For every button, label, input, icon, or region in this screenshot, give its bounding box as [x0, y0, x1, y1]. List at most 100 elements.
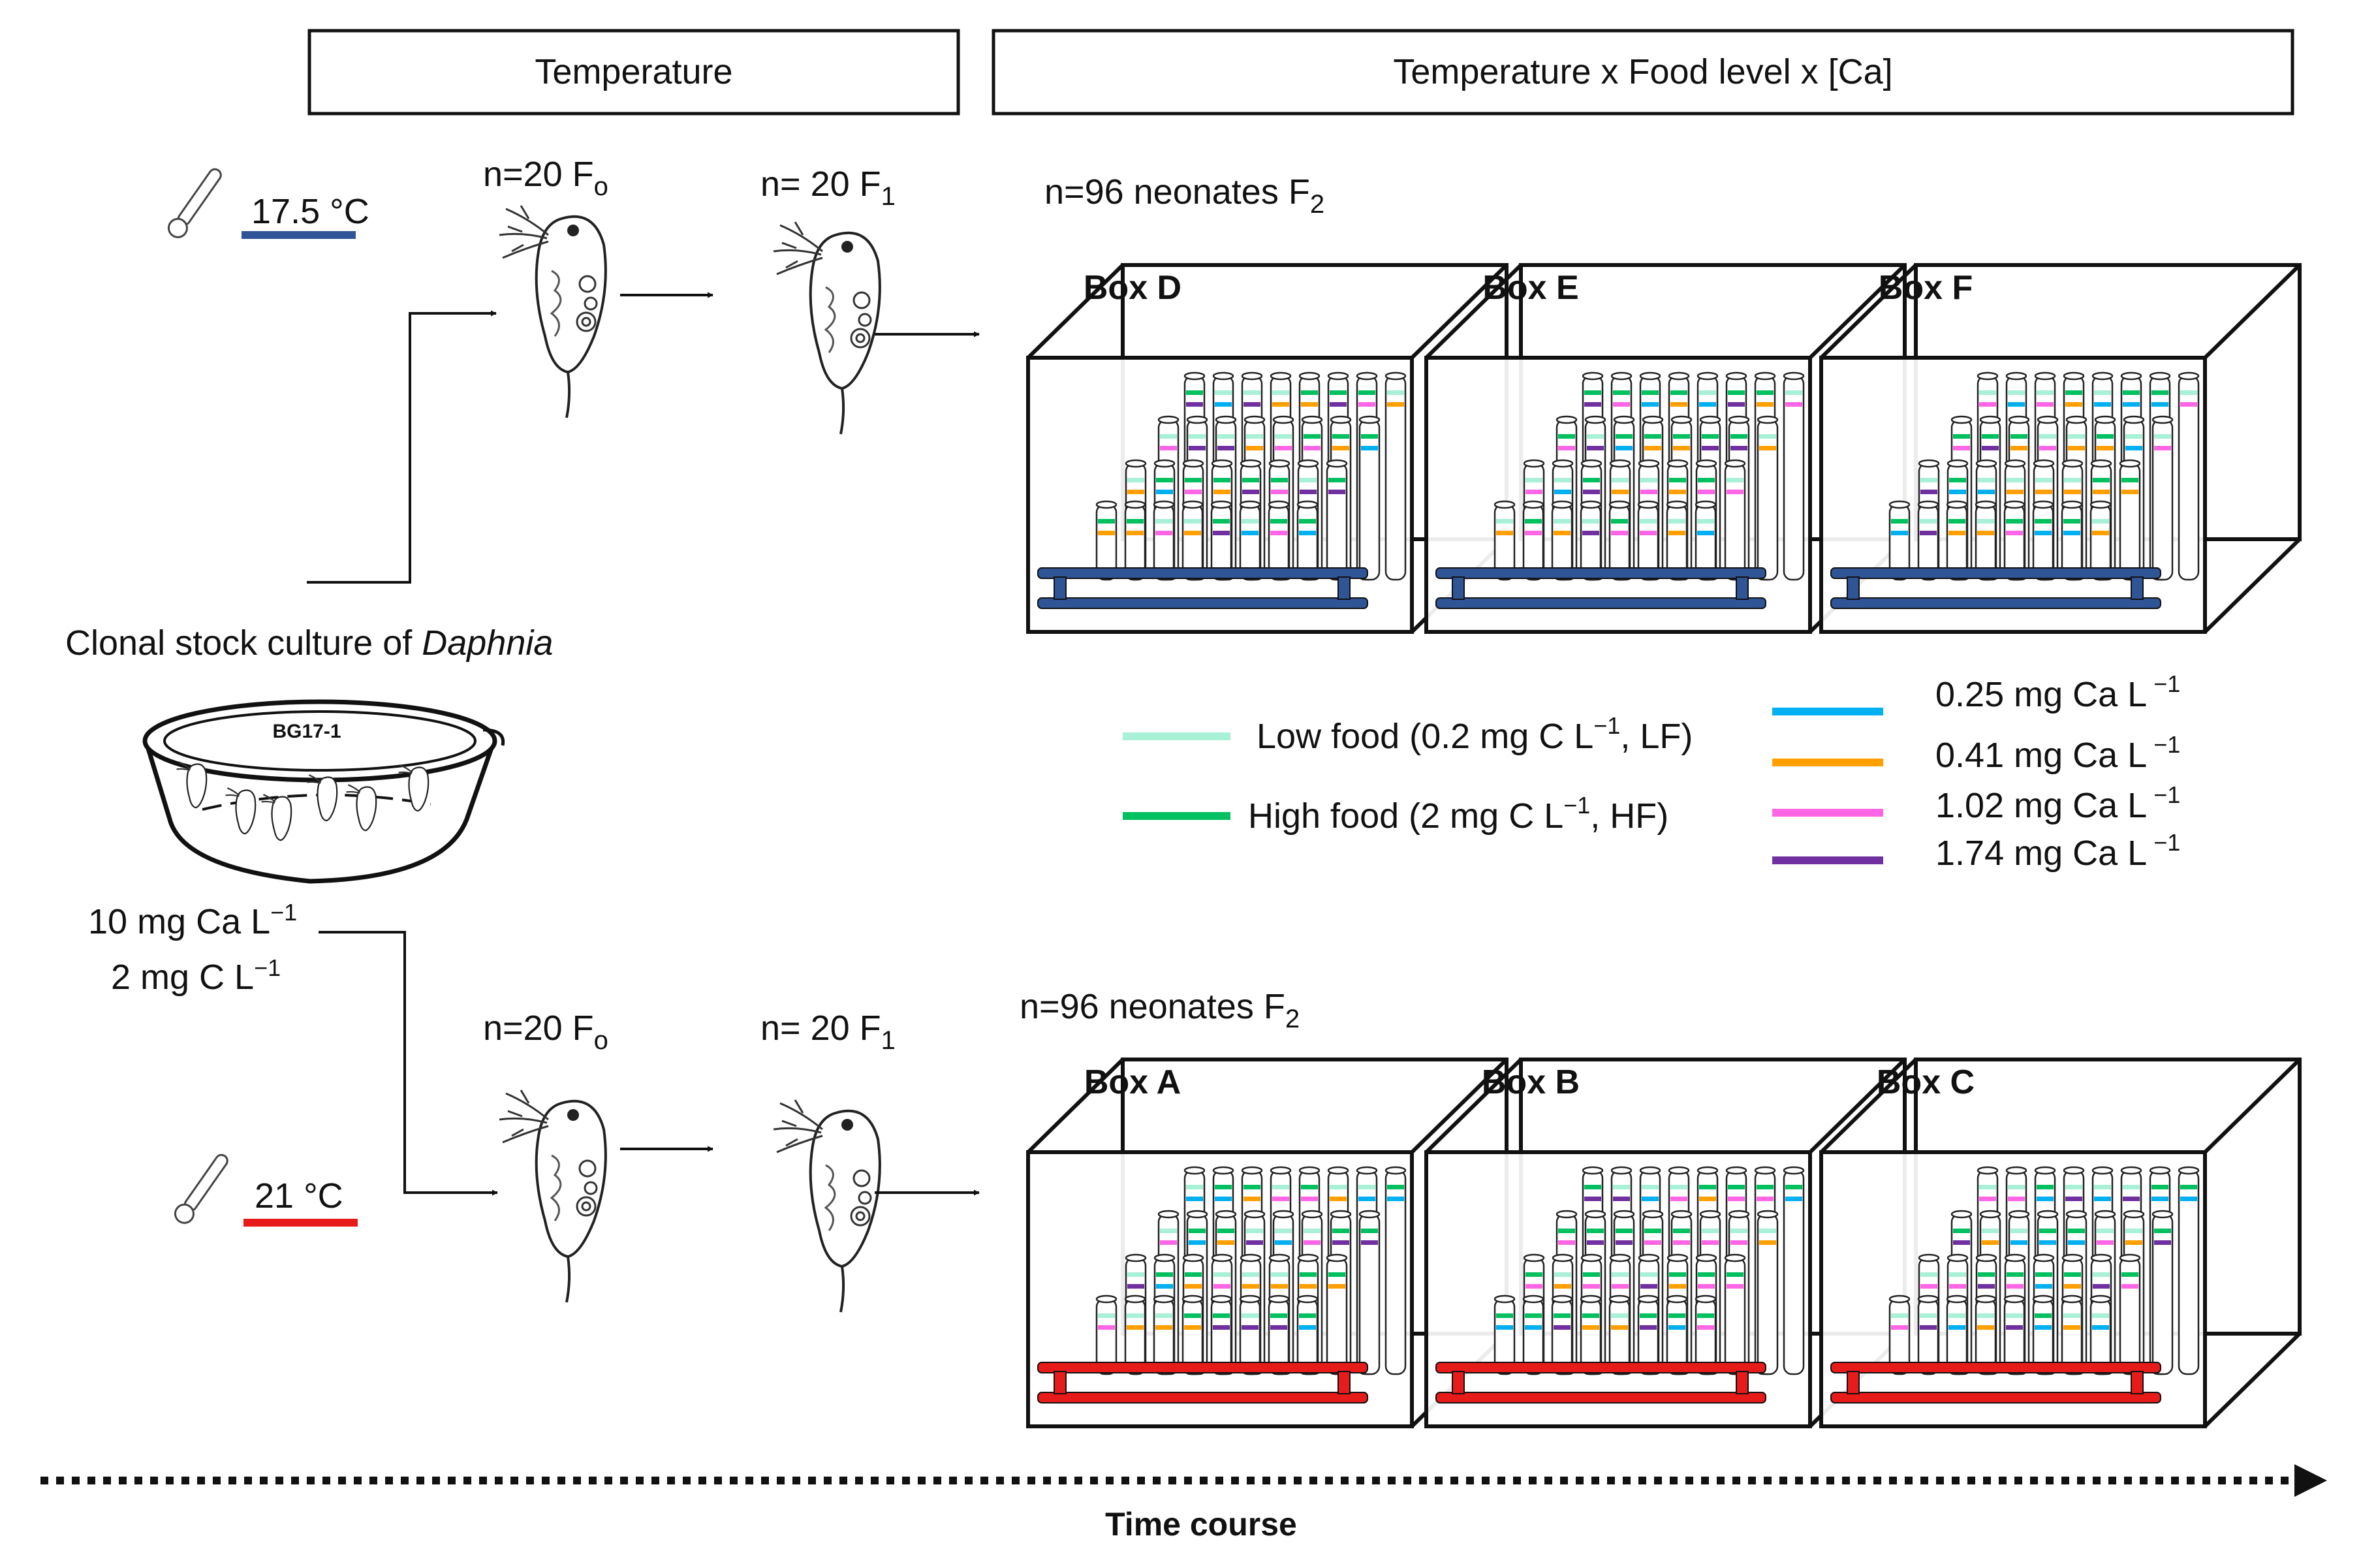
tube-rack: [1435, 1362, 1766, 1403]
legend-food-item: Low food (0.2 mg C L−1, LF): [1123, 712, 1693, 756]
tube: [1917, 500, 1939, 581]
legend-calcium-item: 0.41 mg Ca L −1: [1772, 731, 2180, 775]
bowl-daphnia: [176, 761, 430, 841]
tube: [2089, 1294, 2112, 1375]
tube: [1493, 500, 1516, 581]
tube: [1608, 1294, 1631, 1375]
tube: [1917, 1294, 1939, 1375]
f0-label-top: n=20 Fo: [483, 155, 608, 201]
bowl-daphnia-individual: [261, 794, 292, 841]
f1-label-top: n= 20 F1: [760, 165, 896, 211]
tube: [1296, 500, 1319, 581]
tube: [2061, 500, 2083, 581]
box-label: Box D: [1084, 269, 1181, 307]
tube: [1326, 1253, 1348, 1375]
tube: [1384, 1166, 1407, 1375]
tube: [1384, 371, 1407, 581]
tube: [1210, 500, 1232, 581]
header-interaction: Temperature x Food level x [Ca]: [992, 29, 2294, 116]
tube: [2061, 1294, 2083, 1375]
tube: [1783, 371, 1805, 581]
tube: [1783, 1166, 1805, 1375]
tube: [1153, 1294, 1175, 1375]
stock-culture-bowl: BG17-1: [142, 699, 505, 884]
tube: [2178, 1166, 2200, 1375]
tube: [1522, 1294, 1544, 1375]
tube: [1946, 500, 1968, 581]
stock-carbon: 2 mg C L−1: [111, 954, 281, 997]
tube: [1637, 500, 1659, 581]
arrow-stock-to-cold-f0: [307, 310, 497, 584]
tube: [1888, 1294, 1911, 1375]
tube-rack: [1037, 1362, 1368, 1403]
tube: [1153, 500, 1175, 581]
tube: [1296, 1294, 1319, 1375]
tube: [1946, 1294, 1968, 1375]
tube-rack: [1830, 567, 2161, 609]
temp-cold: 17.5 °C: [167, 168, 369, 239]
tube: [1358, 1210, 1381, 1375]
tube: [1095, 500, 1118, 581]
box-label: Box C: [1877, 1063, 1975, 1101]
tube: [1637, 1294, 1659, 1375]
bowl-label: BG17-1: [272, 721, 341, 742]
tube-rack: [1435, 567, 1766, 609]
thermometer-icon: [174, 1153, 228, 1224]
bowl-daphnia-individual: [176, 761, 208, 809]
tube: [1522, 500, 1544, 581]
legend-calcium-item: 1.02 mg Ca L −1: [1772, 781, 2180, 825]
daphnia-f0-top: [499, 205, 607, 418]
tube: [2119, 459, 2141, 581]
svg-text:0.25 mg Ca L −1: 0.25 mg Ca L −1: [1935, 670, 2180, 714]
svg-text:1.02 mg Ca L −1: 1.02 mg Ca L −1: [1935, 781, 2180, 825]
f2-label-top: n=96 neonates F2: [1044, 172, 1324, 219]
tube: [1724, 459, 1746, 581]
tube: [1724, 1253, 1746, 1375]
tube: [1757, 415, 1779, 581]
tube: [1124, 1294, 1146, 1375]
tube: [1493, 1294, 1516, 1375]
tube: [1095, 1294, 1118, 1375]
stock-culture-label: Clonal stock culture of Daphnia: [65, 623, 553, 663]
temp-warm-label: 21 °C: [255, 1176, 343, 1215]
bowl-daphnia-individual: [346, 784, 377, 832]
daphnia-f1-bottom: [773, 1099, 881, 1313]
tube: [2032, 1294, 2054, 1375]
tube: [1975, 500, 1997, 581]
legend: Low food (0.2 mg C L−1, LF) High food (2 …: [1123, 670, 2180, 873]
tube: [2151, 415, 2174, 581]
tube: [1666, 1294, 1688, 1375]
svg-text:High food (2 mg C L−1, HF): High food (2 mg C L−1, HF): [1248, 792, 1668, 836]
timeline-label: Time course: [1105, 1506, 1297, 1543]
bowl-daphnia-individual: [307, 774, 338, 822]
tube: [2003, 1294, 2025, 1375]
tube: [1888, 500, 1911, 581]
f1-label-bottom: n= 20 F1: [760, 1009, 896, 1055]
tube: [1326, 459, 1348, 581]
tube: [1551, 1294, 1573, 1375]
tube: [2089, 500, 2112, 581]
tube: [2119, 1253, 2141, 1375]
tube-rack: [1830, 1362, 2161, 1403]
tube: [2178, 371, 2200, 581]
daphnia-f0-bottom: [499, 1090, 607, 1303]
f2-label-bottom: n=96 neonates F2: [1020, 987, 1300, 1033]
tube: [2151, 1210, 2174, 1375]
box-box-f: Box F: [1819, 263, 2302, 634]
tube: [1580, 1294, 1602, 1375]
bowl-daphnia-individual: [398, 764, 430, 812]
header-temperature-label: Temperature: [535, 52, 732, 91]
box-label: Box B: [1482, 1063, 1580, 1101]
stock-calcium: 10 mg Ca L−1: [88, 899, 297, 941]
tube: [1580, 500, 1602, 581]
tube: [1210, 1294, 1232, 1375]
legend-food-item: High food (2 mg C L−1, HF): [1123, 792, 1668, 836]
tube: [1358, 415, 1381, 581]
svg-text:1.74 mg Ca L −1: 1.74 mg Ca L −1: [1935, 829, 2180, 873]
tube: [1757, 1210, 1779, 1375]
box-box-a: Box A: [1026, 1058, 1509, 1428]
